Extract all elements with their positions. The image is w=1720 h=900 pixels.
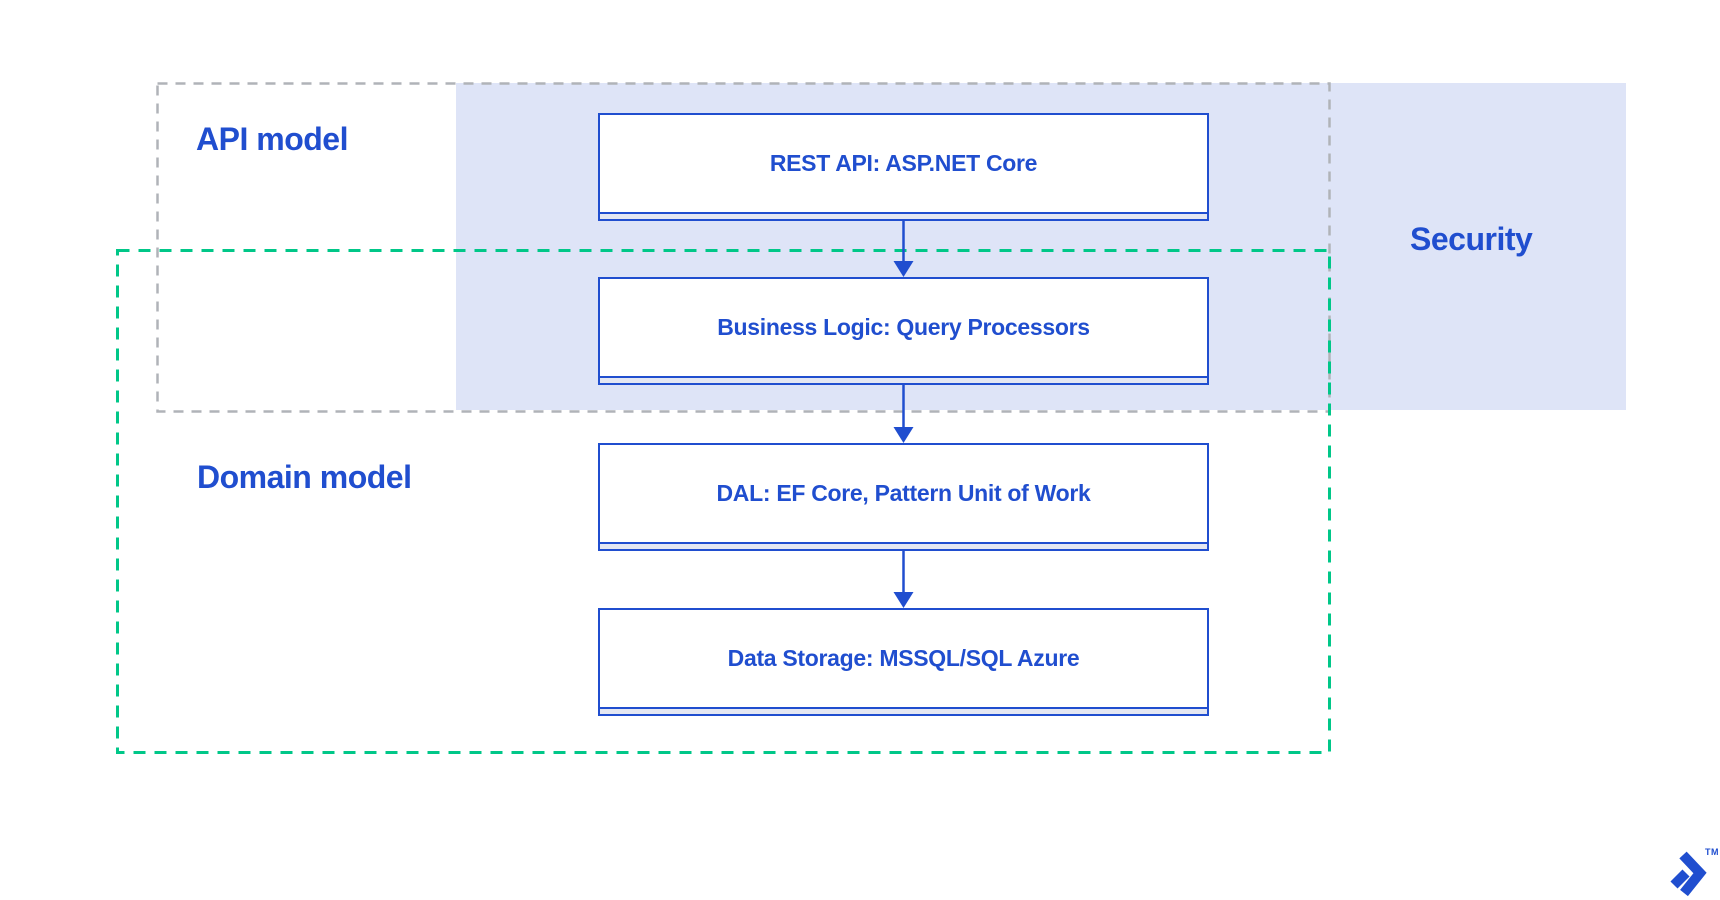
- node-dal: DAL: EF Core, Pattern Unit of Work: [598, 443, 1209, 551]
- security-label: Security: [1410, 221, 1533, 257]
- node-data-storage-strip: [598, 709, 1209, 716]
- domain-model-label: Domain model: [197, 459, 412, 495]
- api-model-label: API model: [196, 121, 348, 157]
- node-rest-api-box: REST API: ASP.NET Core: [598, 113, 1209, 214]
- arrow-business-logic-to-dal: [893, 377, 914, 443]
- node-data-storage-box: Data Storage: MSSQL/SQL Azure: [598, 608, 1209, 709]
- trademark-label: TM: [1705, 847, 1719, 857]
- node-data-storage-label: Data Storage: MSSQL/SQL Azure: [727, 645, 1080, 671]
- arrow-rest-api-to-business-logic: [893, 212, 914, 277]
- api-model-boundary: [156, 82, 1331, 413]
- node-business-logic-label: Business Logic: Query Processors: [717, 314, 1090, 340]
- node-rest-api-label: REST API: ASP.NET Core: [769, 150, 1038, 176]
- node-dal-box: DAL: EF Core, Pattern Unit of Work: [598, 443, 1209, 544]
- node-rest-api: REST API: ASP.NET Core: [598, 113, 1209, 221]
- node-business-logic-box: Business Logic: Query Processors: [598, 277, 1209, 378]
- node-business-logic-strip: [598, 378, 1209, 385]
- node-dal-strip: [598, 544, 1209, 551]
- node-data-storage: Data Storage: MSSQL/SQL Azure: [598, 608, 1209, 716]
- node-rest-api-strip: [598, 214, 1209, 221]
- toptal-logo: TM: [1668, 845, 1720, 900]
- node-dal-label: DAL: EF Core, Pattern Unit of Work: [716, 480, 1091, 506]
- domain-model-boundary: [116, 249, 1331, 754]
- arrow-dal-to-data-storage: [893, 542, 914, 608]
- node-business-logic: Business Logic: Query Processors: [598, 277, 1209, 385]
- toptal-logo-icon: [1670, 851, 1707, 897]
